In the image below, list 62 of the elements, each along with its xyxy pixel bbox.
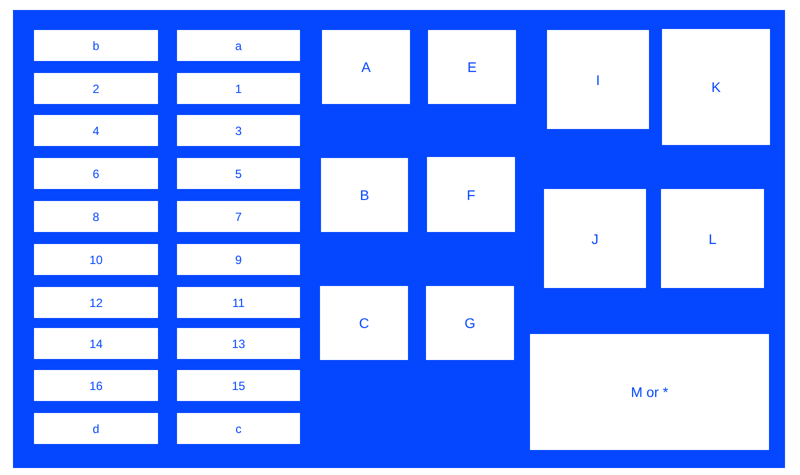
fuse-label: 15 <box>232 378 246 392</box>
fuse-label: J <box>592 230 598 246</box>
fuse-label: K <box>711 79 721 95</box>
fuse-box <box>34 370 158 401</box>
fuse-box <box>177 287 300 318</box>
fuse-label: 1 <box>235 82 242 96</box>
fuse-label: 2 <box>92 82 100 96</box>
relay-box <box>426 286 514 360</box>
fuse-label: 9 <box>235 252 242 266</box>
fuse-label: M or * <box>630 384 668 400</box>
fuse-label: F <box>466 186 476 202</box>
fuse-label: E <box>467 59 477 75</box>
fuse-box <box>177 413 300 444</box>
fuse-label: d <box>92 422 100 436</box>
relay-box <box>661 189 764 288</box>
fuse-label: 11 <box>232 296 245 310</box>
fuse-label: L <box>708 230 716 246</box>
fuse-box <box>34 201 158 232</box>
relay-box <box>428 30 516 104</box>
fuse-label: c <box>236 422 242 436</box>
fuse-box <box>34 287 158 318</box>
fuse-label: 16 <box>89 378 103 392</box>
fuse-box <box>34 115 158 146</box>
fuse-box <box>177 30 300 61</box>
relay-box <box>321 158 408 232</box>
relay-box <box>427 157 515 232</box>
fuse-label: G <box>464 315 476 331</box>
fuse-box <box>177 370 300 401</box>
relay-box <box>547 30 649 129</box>
fuse-label: 10 <box>89 252 103 266</box>
fuse-box <box>34 30 158 61</box>
fuse-label: I <box>596 72 600 88</box>
fuse-box <box>177 158 300 189</box>
fuse-box <box>177 115 300 146</box>
fuse-box <box>177 73 300 104</box>
fuse-label: B <box>360 187 370 203</box>
fuse-label: 7 <box>235 210 242 224</box>
fuse-label: b <box>92 38 100 52</box>
fuse-label: 5 <box>235 166 242 180</box>
fuse-box <box>177 244 300 275</box>
fuse-label: 4 <box>92 124 100 138</box>
fuse-label: a <box>235 38 242 52</box>
fuse-label: 13 <box>232 336 246 350</box>
fuse-box <box>177 328 300 359</box>
fuse-label: 14 <box>89 336 103 350</box>
fuse-label: C <box>358 315 370 331</box>
fuse-label: A <box>361 59 371 75</box>
fuse-box <box>34 413 158 444</box>
relay-box <box>322 30 410 104</box>
relay-box <box>320 286 408 360</box>
fuse-label: 8 <box>92 210 100 224</box>
relay-box <box>662 29 770 145</box>
fuse-box <box>34 73 158 104</box>
fuse-box <box>177 201 300 232</box>
fuse-box <box>34 158 158 189</box>
fuse-box <box>34 328 158 359</box>
fuse-label: 6 <box>92 166 100 180</box>
relay-box <box>544 189 646 288</box>
relay-box <box>530 334 769 450</box>
fuse-box <box>34 244 158 275</box>
fuse-label: 3 <box>235 124 242 138</box>
fuse-label: 12 <box>89 296 103 310</box>
